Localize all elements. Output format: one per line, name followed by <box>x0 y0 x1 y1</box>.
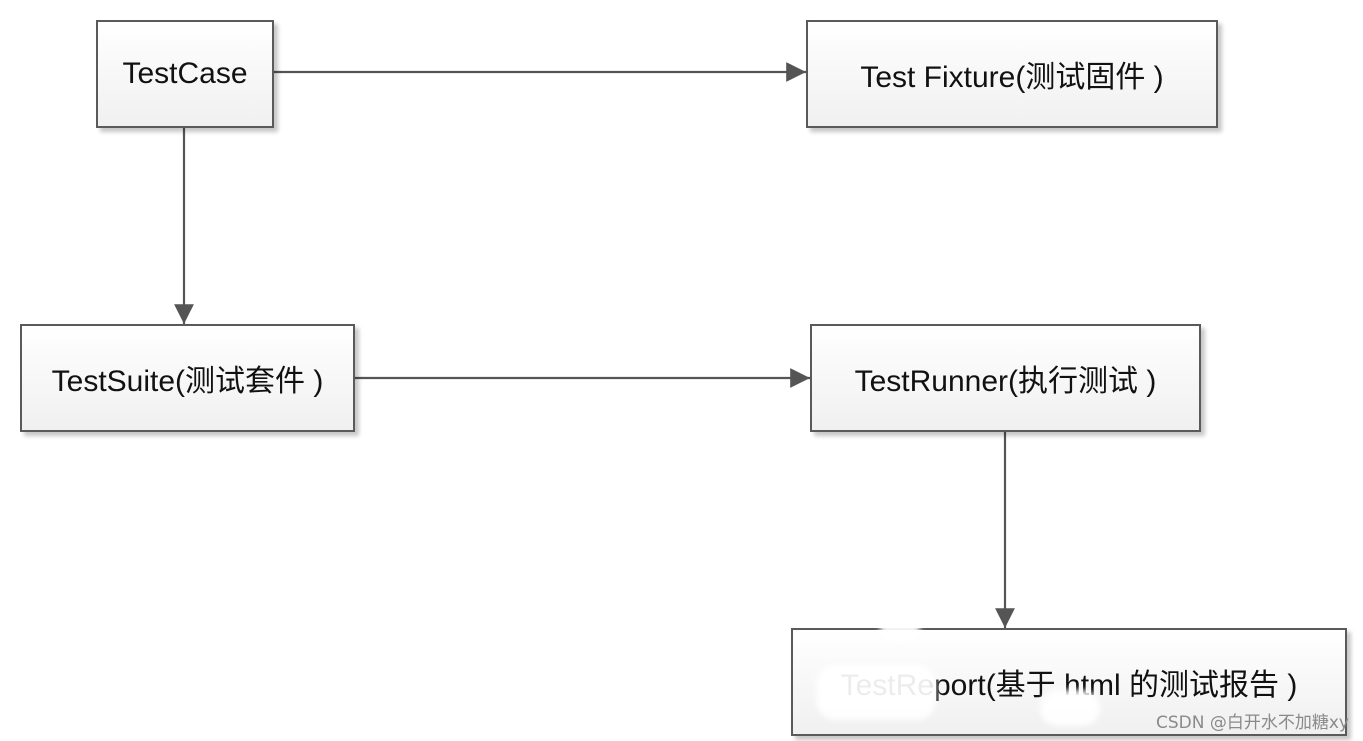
watermark: CSDN @白开水不加糖xy <box>1156 713 1349 733</box>
node-testcase-label: TestCase <box>122 57 248 90</box>
node-testcase: TestCase <box>96 20 274 128</box>
node-testrunner: TestRunner(执行测试 ) <box>810 324 1201 432</box>
node-testrunner-label: TestRunner(执行测试 ) <box>854 365 1157 398</box>
node-testsuite-label: TestSuite(测试套件 ) <box>51 365 324 398</box>
node-testsuite: TestSuite(测试套件 ) <box>20 324 355 432</box>
node-test-fixture-label: Test Fixture(测试固件 ) <box>860 61 1164 94</box>
node-test-fixture: Test Fixture(测试固件 ) <box>806 20 1218 128</box>
node-testreport-label: TestReport(基于 html 的测试报告 ) <box>840 669 1298 702</box>
